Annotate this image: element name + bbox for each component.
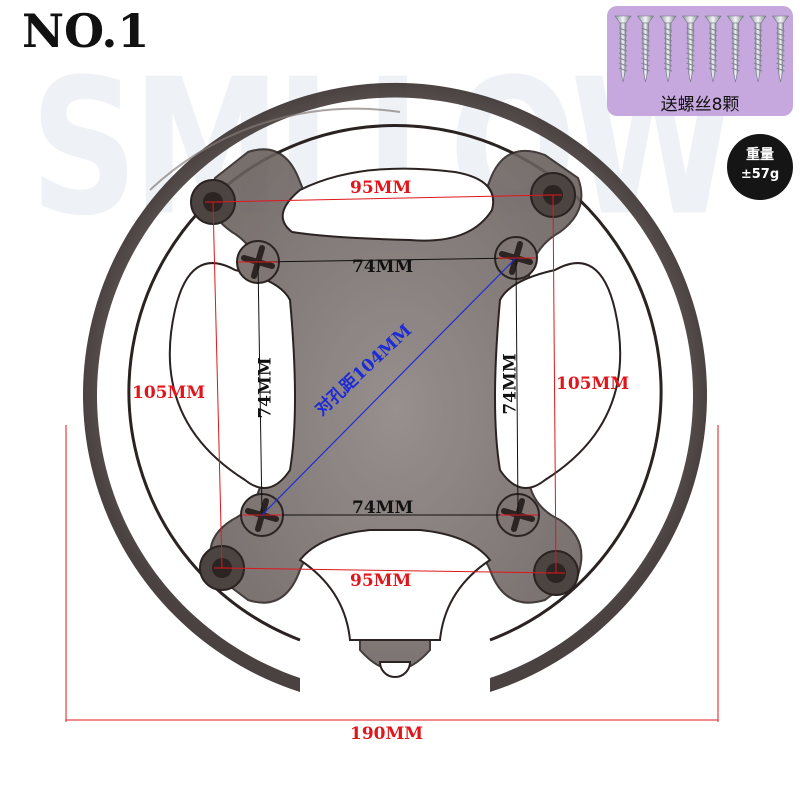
guard-ring — [82, 82, 707, 693]
screw-icon — [659, 15, 677, 83]
screw-label: 送螺丝8颗 — [660, 95, 740, 115]
screw-icon — [636, 15, 655, 83]
weight-value: ±57g — [740, 167, 780, 182]
dim-line-right-inner — [515, 257, 519, 516]
dim-line-left-inner — [257, 261, 263, 516]
screw-badge: 送螺丝8颗 — [607, 6, 793, 116]
weight-title: 重量 — [746, 147, 774, 163]
screws-icon — [614, 15, 790, 83]
screw-icon — [749, 15, 767, 83]
dim-right-outer: 105MM — [556, 374, 630, 394]
guard-spider — [168, 148, 622, 678]
dim-right-inner: 74MM — [500, 353, 521, 415]
dim-top-outer: 95MM — [350, 178, 412, 198]
dim-bottom-outer: 95MM — [350, 571, 412, 591]
dim-line-diagonal — [261, 257, 517, 516]
dim-line-top-outer — [212, 194, 554, 203]
dim-line-left-outer — [212, 201, 223, 569]
weight-badge: 重量 ±57g — [727, 134, 793, 200]
screw-icon — [704, 15, 722, 83]
dim-left-inner: 74MM — [255, 357, 276, 419]
screw-icon — [771, 15, 790, 83]
dim-left-outer: 105MM — [132, 383, 206, 403]
dimension-lines — [65, 194, 719, 722]
dim-line-top-inner — [257, 257, 517, 263]
screw-icon — [681, 15, 700, 83]
screw-icon — [726, 15, 745, 83]
model-title: NO.1 — [22, 4, 150, 58]
dim-bottom-inner: 74MM — [352, 498, 414, 518]
dim-total-width: 190MM — [350, 724, 424, 744]
dim-line-right-outer — [552, 194, 557, 574]
screw-icon — [614, 15, 632, 83]
dim-top-inner: 74MM — [352, 257, 414, 277]
dim-line-bottom-outer — [221, 567, 557, 574]
